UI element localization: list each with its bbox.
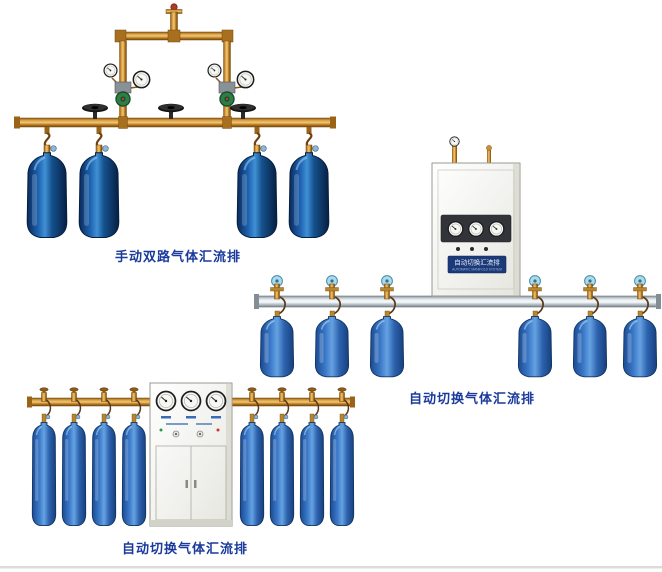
pressure-gauge-icon [236, 70, 255, 89]
bar-end-cap [656, 294, 661, 309]
panel-marking [166, 423, 188, 425]
pressure-gauge-icon [205, 390, 227, 412]
pipe-junction-collar [222, 116, 232, 129]
cabinet-label-subtitle: AUTOMATIC MANIFOLD SYSTEM [452, 268, 502, 272]
pipe-junction-collar [118, 116, 128, 129]
steel-manifold-bar [255, 295, 661, 308]
gas-cylinder-station [330, 388, 353, 526]
pressure-regulator-station-right [207, 63, 255, 107]
pipe-end-cap [14, 116, 20, 129]
cabinet-label-title: 自动切换汇流排 [454, 258, 500, 267]
control-cabinet: 自动切换汇流排 AUTOMATIC MANIFOLD SYSTEM [431, 136, 521, 297]
indicator-dot [484, 247, 488, 251]
cabinet-top-riser [452, 146, 457, 164]
pressure-gauge-icon [449, 136, 460, 147]
gas-cylinder-station [315, 276, 348, 377]
indicator-dot [470, 247, 474, 251]
cabinet-label-plate [447, 255, 507, 274]
product-image-auto-switch-floor-cabinet [27, 382, 355, 527]
pressure-gauge-icon [468, 221, 484, 237]
gas-cylinder-station [79, 127, 119, 238]
pressure-gauge-icon [132, 70, 151, 89]
header-left-elbow [114, 29, 127, 43]
door-handle [194, 480, 197, 488]
header-right-elbow [221, 29, 234, 43]
pressure-gauge-icon [155, 390, 177, 412]
page-bottom-divider [0, 566, 662, 569]
gas-cylinder-station [573, 276, 606, 377]
pressure-gauge-icon [207, 63, 222, 78]
gas-cylinder-station [623, 276, 656, 377]
valve-handwheel-black-icon [158, 103, 184, 119]
panel-marking [161, 416, 171, 419]
main-manifold-pipe [17, 117, 333, 128]
header-cross-fitting [167, 29, 181, 43]
bar-end-cap [254, 294, 259, 309]
pipe-end-cap [350, 396, 355, 408]
pipe-end-cap [27, 396, 32, 408]
pressure-gauge-icon [103, 63, 118, 78]
indicator-dot [456, 247, 460, 251]
product-image-auto-switch-wall-cabinet: 自动切换汇流排 AUTOMATIC MANIFOLD SYSTEM [254, 136, 661, 377]
riser-cap [486, 145, 492, 151]
caption-manual-dual-manifold: 手动双路气体汇流排 [114, 249, 241, 264]
caption-auto-switch-floor: 自动切换气体汇流排 [121, 541, 248, 556]
gas-cylinder-station [32, 388, 55, 526]
panel-marking [196, 423, 212, 425]
gas-cylinder-station [370, 276, 403, 377]
valve-handwheel-black-icon [82, 103, 108, 119]
gas-cylinder-station [270, 388, 293, 526]
gas-cylinder-station [260, 276, 293, 377]
floor-cabinet [149, 382, 233, 527]
gas-cylinder-station [240, 388, 263, 526]
door-handle [185, 480, 188, 488]
valve-handwheel-black-icon [230, 103, 256, 119]
gas-cylinder-station [27, 127, 67, 238]
pressure-gauge-icon [180, 390, 202, 412]
gas-cylinder-station [62, 388, 85, 526]
gas-cylinder-station [237, 127, 277, 238]
product-image-manual-dual-manifold [14, 3, 336, 238]
indicator-lamp-green [159, 428, 163, 432]
gas-cylinder-station [92, 388, 115, 526]
gas-cylinder-station [300, 388, 323, 526]
caption-auto-switch-wall: 自动切换气体汇流排 [408, 391, 535, 406]
indicator-lamp-red [216, 428, 220, 432]
pipe-end-cap [330, 116, 336, 129]
gas-cylinder-station [289, 127, 329, 238]
pressure-gauge-icon [488, 221, 505, 237]
cabinet-top-riser [487, 150, 491, 164]
cabinet-base [150, 520, 232, 526]
gas-cylinder-station [518, 276, 551, 377]
pressure-regulator-station-left [103, 63, 151, 107]
panel-marking [211, 416, 221, 419]
panel-marking [186, 416, 196, 419]
pressure-gauge-icon [447, 221, 464, 237]
gas-cylinder-station [122, 388, 145, 526]
